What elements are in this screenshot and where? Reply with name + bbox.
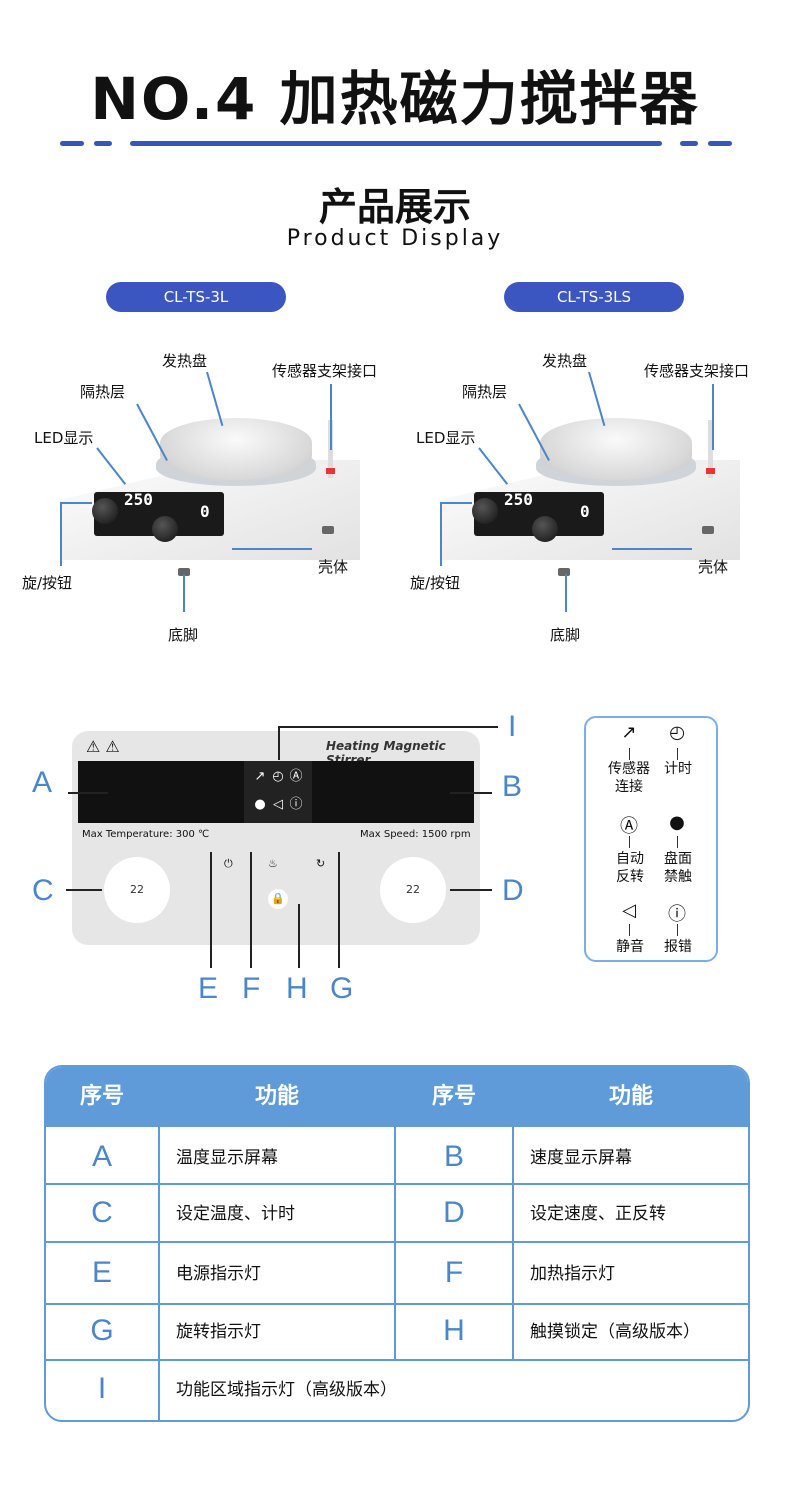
marker-b: B	[502, 770, 523, 803]
heating-plate	[540, 418, 692, 480]
label-housing: 壳体	[698, 558, 729, 576]
speed-dial: 22	[380, 857, 446, 923]
table-cell-id: H	[443, 1314, 465, 1347]
mute-icon: ◁	[273, 797, 283, 812]
led-value: 0	[580, 502, 590, 521]
knob	[532, 516, 558, 542]
auto-reverse-icon: Ⓐ	[620, 816, 638, 837]
device-image: 250 0	[40, 350, 360, 590]
speed-screen	[312, 761, 474, 823]
table-cell: 旋转指示灯	[176, 1322, 261, 1342]
knob	[472, 498, 498, 524]
model-badge: CL-TS-3LS	[504, 282, 684, 312]
table-cell: 电源指示灯	[176, 1264, 261, 1284]
label-sensor-port: 传感器支架接口	[644, 362, 750, 380]
icon-legend: ↗ 传感器 连接 ◴ 计时 Ⓐ 自动 反转 ● 盘面 禁触 ◁ 静音 ⓘ 报错	[584, 716, 718, 962]
alarm-icon: ⓘ	[289, 797, 303, 812]
table-cell-id: C	[91, 1196, 113, 1229]
timer-icon: ◴	[272, 769, 284, 784]
knob	[152, 516, 178, 542]
no-touch-icon: ●	[254, 797, 266, 812]
alarm-icon: ⓘ	[668, 904, 686, 925]
label-knob: 旋/按钮	[410, 574, 461, 592]
label-plate: 发热盘	[162, 352, 208, 370]
legend-timer: 计时	[664, 761, 692, 777]
legend-auto-reverse: 自动 反转	[616, 851, 644, 885]
label-plate: 发热盘	[542, 352, 588, 370]
label-housing: 壳体	[318, 558, 349, 576]
heating-icon: ♨	[268, 857, 278, 870]
table-cell: 触摸锁定（高级版本）	[530, 1322, 700, 1342]
led-value: 250	[504, 490, 533, 509]
label-foot: 底脚	[168, 626, 199, 644]
table-cell: 设定温度、计时	[176, 1204, 295, 1224]
table-cell: 速度显示屏幕	[530, 1148, 632, 1168]
table-header: 序号	[46, 1067, 158, 1127]
no-touch-icon: ●	[669, 812, 685, 833]
divider	[94, 141, 112, 146]
divider	[60, 141, 84, 146]
marker-e: E	[198, 972, 219, 1005]
marker-i: I	[508, 710, 517, 743]
table-cell: 加热指示灯	[530, 1264, 615, 1284]
function-table: 序号 功能 序号 功能 A 温度显示屏幕 B 速度显示屏幕 C 设定温度、计时 …	[44, 1065, 750, 1422]
marker-g: G	[330, 972, 354, 1005]
label-knob: 旋/按钮	[22, 574, 73, 592]
max-speed: Max Speed: 1500 rpm	[360, 829, 471, 840]
table-cell-id: E	[91, 1256, 112, 1289]
table-header: 功能	[514, 1067, 748, 1127]
legend-sensor: 传感器 连接	[608, 761, 650, 795]
table-header: 功能	[160, 1067, 394, 1127]
control-panel-diagram: ⚠ ⚠ Heating Magnetic Stirrer ↗ ◴ Ⓐ ● ◁ ⓘ…	[72, 731, 480, 945]
device-image: 250 0	[420, 350, 740, 590]
heating-plate	[160, 418, 312, 480]
rotation-icon: ↻	[316, 857, 326, 870]
table-cell: 设定速度、正反转	[530, 1204, 666, 1224]
lock-icon: 🔒	[268, 889, 288, 909]
divider	[708, 141, 732, 146]
marker-d: D	[502, 874, 524, 907]
section-subtitle: Product Display	[286, 226, 504, 251]
led-value: 250	[124, 490, 153, 509]
marker-f: F	[242, 972, 261, 1005]
label-led: LED显示	[34, 429, 94, 447]
timer-icon: ◴	[669, 722, 685, 743]
table-cell-id: B	[443, 1140, 464, 1173]
warning-icon: ⚠ ⚠	[86, 737, 120, 756]
label-foot: 底脚	[550, 626, 581, 644]
mute-icon: ◁	[622, 900, 636, 921]
marker-c: C	[32, 874, 54, 907]
power-icon: ⏻	[224, 857, 233, 870]
section-title: 产品展示	[318, 185, 471, 229]
table-header: 序号	[396, 1067, 512, 1127]
marker-h: H	[286, 972, 308, 1005]
temperature-dial: 22	[104, 857, 170, 923]
sensor-icon: ↗	[254, 769, 266, 784]
label-sensor-port: 传感器支架接口	[272, 362, 378, 380]
label-insulation: 隔热层	[462, 383, 508, 401]
table-cell-id: I	[97, 1372, 107, 1405]
label-led: LED显示	[416, 429, 476, 447]
legend-no-touch: 盘面 禁触	[664, 851, 692, 885]
table-cell-id: G	[90, 1314, 114, 1347]
divider	[680, 141, 698, 146]
knob	[92, 498, 118, 524]
table-cell-id: D	[443, 1196, 465, 1229]
table-cell-id: F	[444, 1256, 464, 1289]
table-cell: 温度显示屏幕	[176, 1148, 278, 1168]
function-indicator-area: ↗ ◴ Ⓐ ● ◁ ⓘ	[244, 761, 312, 823]
legend-mute: 静音	[616, 939, 644, 955]
auto-reverse-icon: Ⓐ	[289, 769, 303, 784]
table-cell-id: A	[91, 1140, 112, 1173]
led-value: 0	[200, 502, 210, 521]
marker-a: A	[32, 766, 53, 799]
page-title: NO.4 加热磁力搅拌器	[90, 65, 700, 133]
max-temperature: Max Temperature: 300 ℃	[82, 829, 210, 840]
model-badge: CL-TS-3L	[106, 282, 286, 312]
legend-alarm: 报错	[664, 939, 692, 955]
divider	[130, 141, 662, 146]
label-insulation: 隔热层	[80, 383, 126, 401]
table-cell: 功能区域指示灯（高级版本）	[176, 1380, 397, 1400]
sensor-icon: ↗	[621, 722, 637, 743]
